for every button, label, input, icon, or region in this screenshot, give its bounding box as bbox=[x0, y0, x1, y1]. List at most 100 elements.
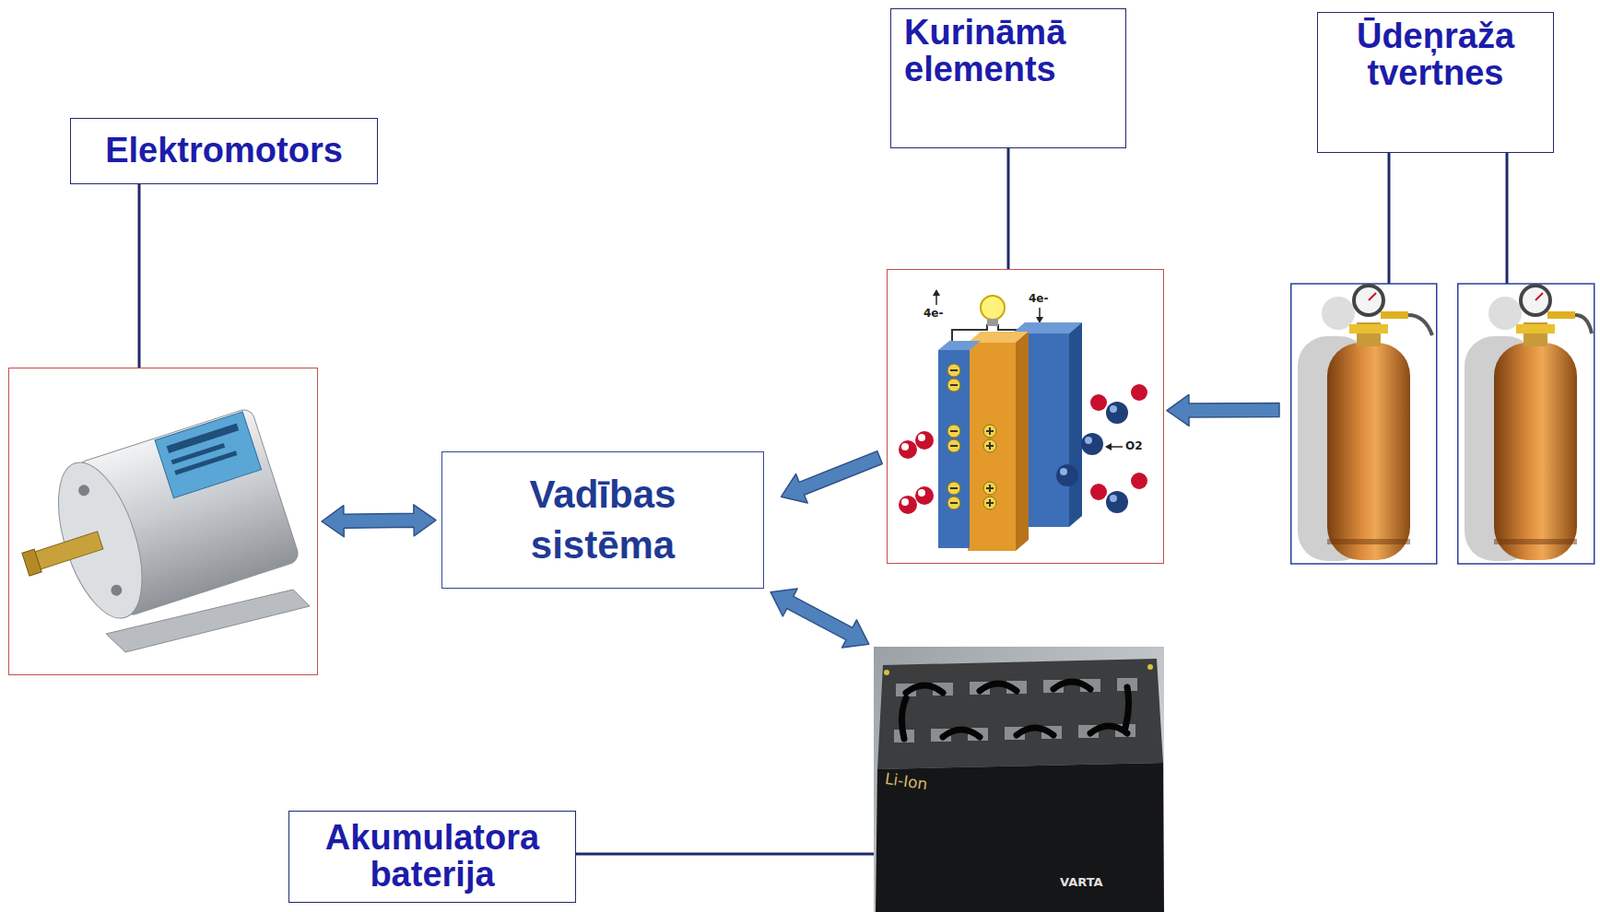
fuel-cell-illustration-part bbox=[898, 440, 918, 459]
part-label: Kurināmā elements bbox=[890, 8, 1127, 149]
leader-lines-part bbox=[1505, 152, 1509, 284]
fuel-cell-illustration-part bbox=[1090, 483, 1107, 501]
fuel-cell-illustration-part bbox=[1056, 384, 1148, 514]
fuel-cell-illustration-part bbox=[947, 496, 961, 510]
fuel-cell-illustration-part bbox=[983, 496, 997, 510]
part-label: Elektromotors bbox=[70, 117, 378, 185]
fuel-cell-illustration-part bbox=[1035, 317, 1044, 324]
fuel-cell-illustration-part bbox=[1059, 468, 1068, 476]
fuel-cell-illustration-part bbox=[1084, 436, 1093, 445]
battery-illustration-part bbox=[1147, 664, 1153, 671]
tank-illustration-part bbox=[1380, 311, 1409, 319]
battery-illustration-part bbox=[1016, 728, 1054, 736]
battery-illustration bbox=[873, 647, 1165, 912]
fuel-cell-illustration-part bbox=[988, 442, 991, 450]
fuel-cell-illustration-part bbox=[1109, 405, 1118, 413]
fuel-cell-illustration-part bbox=[901, 443, 909, 451]
tank-illustration-part bbox=[1291, 283, 1437, 565]
battery-illustration-part bbox=[979, 683, 1017, 692]
battery-illustration-part bbox=[901, 682, 1129, 740]
fuel-cell-illustration-part bbox=[983, 482, 997, 495]
fuel-cell-illustration-part bbox=[983, 439, 997, 453]
tank-group: Ūdeņraža tvertnes bbox=[1290, 283, 1595, 565]
fuel-cell-illustration-part bbox=[950, 445, 958, 448]
battery-illustration-part bbox=[1053, 682, 1091, 690]
tank-illustration-part bbox=[1458, 283, 1595, 565]
motor-illustration-part bbox=[154, 411, 262, 499]
part-label: Ūdeņraža tvertnes bbox=[1317, 11, 1554, 153]
fuel-cell-illustration-part bbox=[898, 431, 934, 515]
tank-illustration-part bbox=[1494, 342, 1577, 561]
fuel-cell-illustration-part bbox=[1105, 491, 1129, 514]
leader-lines-part bbox=[138, 183, 142, 368]
tank-illustration-part bbox=[1368, 293, 1377, 301]
fuel-cell-illustration-part bbox=[988, 499, 991, 507]
tank-illustration bbox=[1458, 283, 1595, 565]
motor-illustration bbox=[0, 406, 310, 653]
fuel-cell-illustration-part bbox=[947, 424, 961, 438]
fuel-cell-illustration-part bbox=[947, 439, 961, 453]
fuel-cell-illustration-part bbox=[938, 341, 981, 351]
fuel-cell-illustration-part bbox=[988, 427, 991, 436]
fuel-cell-illustration-part bbox=[950, 384, 958, 387]
fuel-cell-illustration-part bbox=[947, 364, 961, 377]
fuel-cell-illustration-part bbox=[983, 424, 997, 438]
tank-illustration-part bbox=[1327, 342, 1411, 561]
battery-illustration-part bbox=[875, 763, 1165, 912]
battery-illustration-part bbox=[883, 664, 1153, 676]
tank-illustration-part bbox=[1494, 539, 1577, 545]
motor-illustration-part bbox=[166, 423, 240, 454]
fuel-cell-illustration-part bbox=[898, 495, 918, 515]
block-arrow bbox=[770, 588, 870, 648]
fuel-cell-illustration-part bbox=[1056, 464, 1079, 487]
fuel-cell-illustration-part bbox=[901, 498, 909, 506]
fuel-cell-illustration-part bbox=[947, 482, 961, 495]
motor-illustration-part bbox=[22, 549, 42, 577]
box-text: Vadības sistēma bbox=[455, 470, 751, 571]
fuel-cell-illustration-part bbox=[987, 318, 999, 327]
battery-illustration-part bbox=[877, 658, 1164, 770]
motor-illustration-part bbox=[0, 406, 301, 642]
fuel-cell-illustration-part bbox=[1105, 443, 1112, 451]
process-box: Vadības sistēma bbox=[441, 451, 765, 589]
battery-illustration-part bbox=[1125, 687, 1130, 729]
tank-illustration bbox=[1291, 283, 1437, 565]
fuel-cell-illustration-part bbox=[988, 484, 991, 493]
fuel-cell-illustration-part bbox=[915, 486, 934, 506]
motor-illustration-part bbox=[31, 531, 104, 571]
part-label: Akumulatora baterija bbox=[288, 811, 577, 904]
fuel-cell-illustration-part bbox=[1015, 331, 1029, 552]
fuel-cell-illustration-part bbox=[917, 489, 926, 497]
fuel-cell-illustration bbox=[898, 289, 1148, 552]
block-arrow bbox=[1166, 394, 1280, 426]
motor-illustration-part bbox=[109, 583, 124, 598]
fuel-cell-illustration-part bbox=[950, 430, 958, 433]
fuel-cell-illustration-part bbox=[1090, 394, 1107, 412]
battery-illustration-part bbox=[942, 729, 980, 738]
leader-lines-part bbox=[1388, 152, 1391, 284]
tank-illustration-part bbox=[1353, 285, 1384, 316]
fuel-cell-illustration-part bbox=[980, 295, 1005, 320]
fuel-cell-illustration-part bbox=[1069, 322, 1083, 528]
battery-illustration-part bbox=[905, 685, 943, 694]
tank-illustration-part bbox=[1516, 324, 1555, 334]
tank-illustration-part bbox=[1349, 324, 1389, 334]
fuel-cell-illustration-part bbox=[950, 369, 958, 372]
fuel-cell-illustration-part bbox=[1081, 433, 1104, 456]
tank-illustration-part bbox=[1327, 539, 1411, 545]
fuel-cell-illustration-part bbox=[1109, 494, 1118, 503]
fuel-cell-illustration-part bbox=[950, 487, 958, 490]
battery-illustration-part bbox=[873, 647, 1165, 912]
fuel-cell-illustration-part bbox=[950, 502, 958, 505]
block-arrow bbox=[321, 505, 436, 538]
fuel-cell-illustration-part bbox=[947, 378, 961, 392]
fuel-cell-illustration-part bbox=[967, 342, 1016, 552]
fuel-cell-illustration-part bbox=[1109, 446, 1123, 448]
tank-illustration-part bbox=[1520, 285, 1551, 316]
fuel-cell-illustration-part bbox=[917, 434, 926, 442]
tank-illustration-part bbox=[1547, 311, 1576, 319]
leader-lines-part bbox=[1007, 147, 1011, 270]
fuel-cell-illustration-part bbox=[983, 424, 997, 510]
leader-lines-part bbox=[576, 853, 874, 857]
battery-illustration-part bbox=[894, 678, 1138, 743]
